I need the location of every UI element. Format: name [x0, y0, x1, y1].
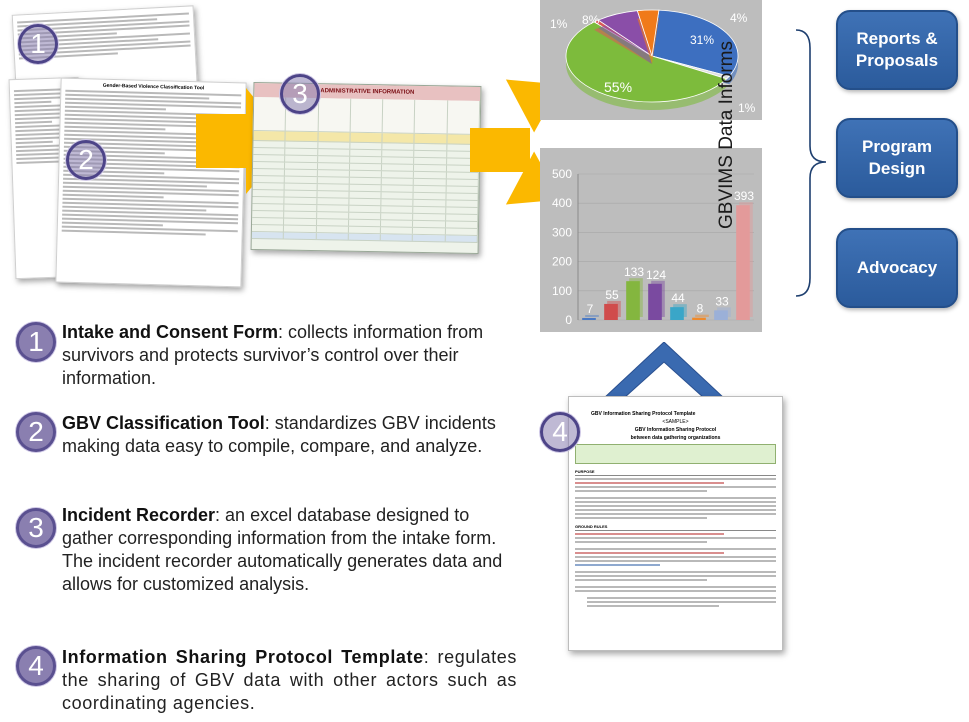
bar-3	[648, 283, 662, 320]
protocol-heading: GBV Information Sharing Protocol Templat…	[591, 411, 696, 417]
desc-text-1: : collects information from survivors an…	[62, 322, 484, 388]
pie-label-1: 1%	[738, 101, 756, 115]
bar-0	[582, 317, 596, 320]
desc-number-circle-2: 2	[16, 412, 56, 452]
bar-value-label-5: 8	[697, 302, 704, 316]
pie-label-5: 4%	[730, 11, 748, 25]
bar-ytick-5: 500	[552, 167, 572, 181]
bar-value-label-7: 393	[734, 189, 754, 203]
protocol-subtitle: between data gathering organizations	[630, 435, 721, 441]
bar-value-label-0: 7	[587, 302, 594, 316]
protocol-ground-rules-heading: GROUND RULES	[575, 524, 776, 531]
gbvims-data-informs-label: GBVIMS Data Informs	[716, 41, 737, 229]
pie-chart: 31% 1% 55% 1% 8% 4%	[550, 9, 756, 115]
protocol-sample: <SAMPLE>	[662, 419, 689, 425]
desc-number-circle-1: 1	[16, 322, 56, 362]
flow-arrow-2	[470, 128, 530, 172]
step-number-circle-4: 4	[540, 412, 580, 452]
desc-title-2: GBV Classification Tool	[62, 413, 265, 433]
pie-slice-depth-3	[594, 28, 652, 64]
desc-title-3: Incident Recorder	[62, 505, 216, 525]
bar-ytick-1: 100	[552, 284, 572, 298]
pie-slice-5	[636, 9, 660, 57]
desc-number-circle-4: 4	[16, 646, 56, 686]
flow-arrow-1	[196, 114, 248, 168]
desc-text-4: : regulates the sharing of GBV data with…	[62, 647, 517, 713]
bar-value-label-3: 124	[646, 268, 666, 282]
bar-5	[692, 317, 706, 320]
bar-ytick-0: 0	[565, 313, 572, 327]
desc-text-3: : an excel database designed to gather c…	[62, 505, 503, 594]
desc-incident-recorder: Incident Recorder: an excel database des…	[62, 504, 517, 596]
pie-label-4: 8%	[582, 13, 600, 27]
bar-4	[670, 307, 684, 320]
desc-title-4: Information Sharing Protocol Template	[62, 647, 424, 667]
reports-proposals-box: Reports & Proposals	[836, 10, 958, 90]
desc-title-1: Intake and Consent Form	[62, 322, 279, 342]
bar-1	[604, 303, 618, 320]
pie-label-0: 31%	[690, 33, 714, 47]
pie-slice-2	[565, 21, 728, 103]
bar-value-label-2: 133	[624, 265, 644, 279]
information-sharing-protocol-thumbnail: GBV Information Sharing Protocol Templat…	[568, 396, 783, 651]
step-number-circle-2: 2	[66, 140, 106, 180]
classification-tool-thumbnail: Gender-Based Violence Classification Too…	[55, 77, 247, 288]
bar-ytick-3: 300	[552, 225, 572, 239]
protocol-note	[575, 444, 776, 464]
step-number-circle-1: 1	[18, 24, 58, 64]
protocol-title: GBV Information Sharing Protocol	[634, 427, 717, 433]
step-number-circle-3: 3	[280, 74, 320, 114]
program-design-box: Program Design	[836, 118, 958, 198]
desc-intake-consent: Intake and Consent Form: collects inform…	[62, 321, 517, 390]
up-arrow-icon	[604, 342, 724, 398]
bar-7	[736, 205, 750, 320]
brace-icon	[795, 29, 827, 297]
protocol-purpose-heading: PURPOSE	[575, 469, 776, 476]
bar-value-label-6: 33	[715, 294, 729, 308]
desc-classification-tool: GBV Classification Tool: standardizes GB…	[62, 412, 517, 458]
bar-value-label-1: 55	[605, 288, 619, 302]
bar-6	[714, 310, 728, 320]
pie-slice-0	[651, 9, 739, 77]
pie-label-2: 55%	[604, 79, 632, 95]
desc-number-circle-3: 3	[16, 508, 56, 548]
bar-depth-5	[695, 314, 709, 317]
bar-value-label-4: 44	[671, 291, 685, 305]
bar-depth-0	[585, 314, 599, 317]
bar-ytick-2: 200	[552, 255, 572, 269]
advocacy-box: Advocacy	[836, 228, 958, 308]
desc-protocol-template: Information Sharing Protocol Template: r…	[62, 646, 517, 715]
pie-label-3: 1%	[550, 17, 568, 31]
desc-text-2: : standardizes GBV incidents making data…	[62, 413, 496, 456]
bar-2	[626, 281, 640, 320]
bar-ytick-4: 400	[552, 196, 572, 210]
